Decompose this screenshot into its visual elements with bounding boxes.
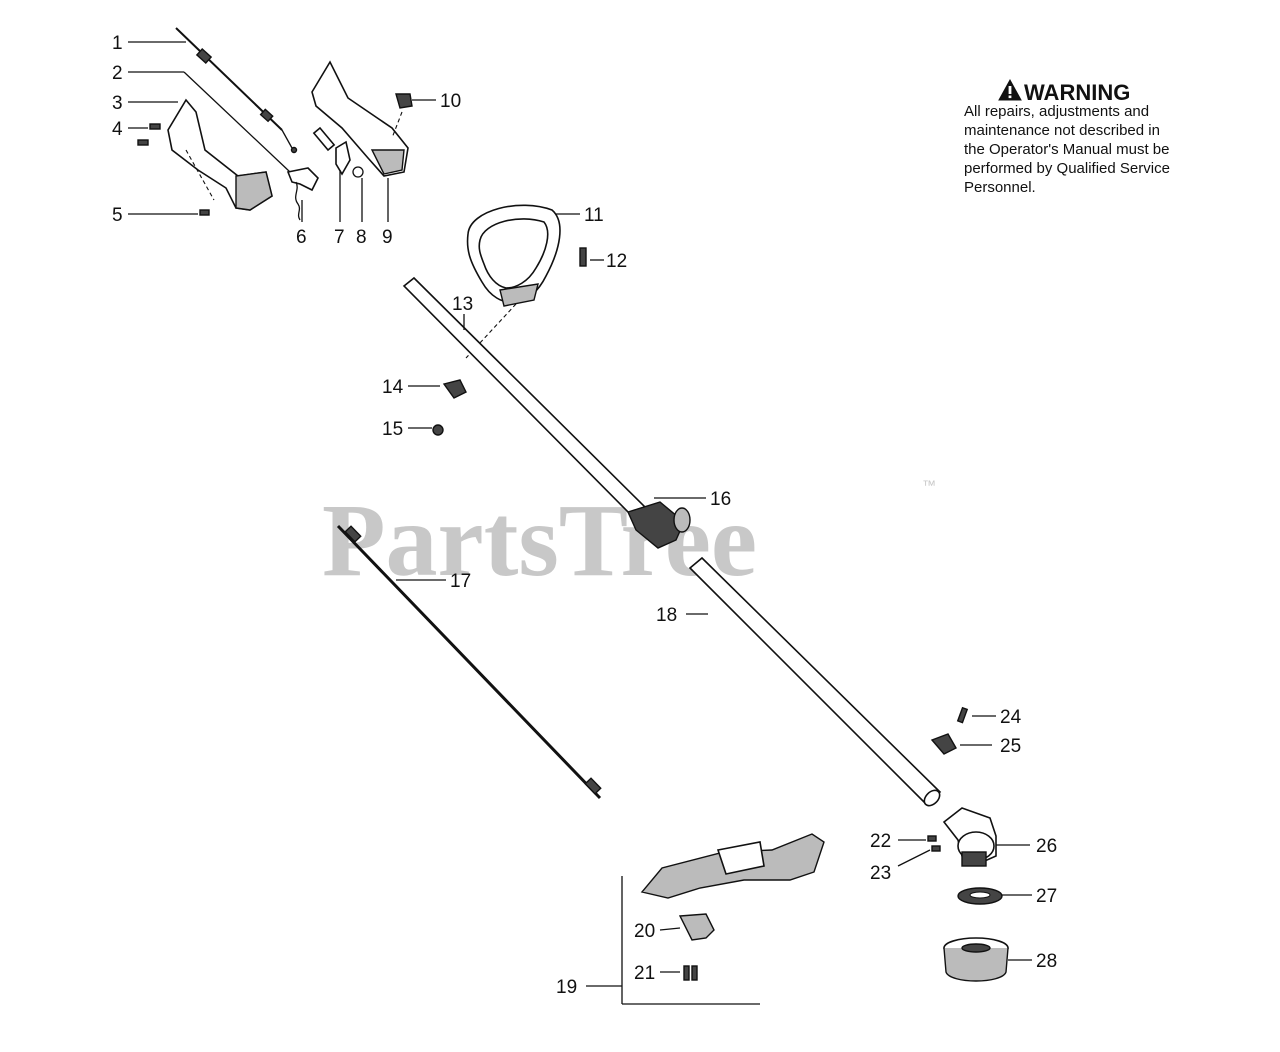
part-coupler [627, 501, 691, 549]
callout-12: 12 [606, 251, 627, 272]
callout-24: 24 [1000, 707, 1022, 728]
part-bolt-12 [579, 247, 587, 267]
part-screw-4 [137, 123, 161, 146]
callout-28: 28 [1036, 951, 1057, 972]
warning-line-1: All repairs, adjustments and [964, 103, 1149, 120]
part-gear-head [942, 807, 997, 867]
part-switch [395, 93, 413, 109]
callout-18: 18 [656, 605, 677, 626]
part-trimmer-head [943, 937, 1009, 982]
part-loop-handle [466, 204, 561, 307]
warning-title: WARNING [1024, 80, 1130, 105]
part-screws-21 [683, 965, 698, 981]
part-small-spring [352, 166, 364, 178]
callout-19: 19 [556, 977, 577, 998]
callout-2: 2 [112, 63, 123, 84]
part-knob [442, 379, 467, 399]
callout-23: 23 [870, 863, 891, 884]
warning-notice: WARNING All repairs, adjustments and mai… [964, 78, 1170, 196]
callout-7: 7 [334, 227, 345, 248]
part-screw-24 [956, 706, 969, 724]
callout-27: 27 [1036, 886, 1057, 907]
part-screw-22 [927, 835, 937, 842]
part-drive-shaft [336, 524, 602, 800]
part-handle-half [311, 60, 409, 177]
callout-25: 25 [1000, 736, 1021, 757]
warning-line-2: maintenance not described in [964, 122, 1160, 139]
callout-15: 15 [382, 419, 403, 440]
part-shield [621, 833, 825, 1005]
callout-16: 16 [710, 489, 731, 510]
part-screw-15 [432, 424, 444, 436]
part-clamp [930, 733, 957, 755]
callout-10: 10 [440, 91, 461, 112]
part-line-cutter [678, 913, 715, 941]
callout-11: 11 [584, 205, 604, 226]
callout-6: 6 [296, 227, 307, 248]
part-throttle-cable [175, 27, 298, 154]
callout-5: 5 [112, 205, 123, 226]
part-handle-housing [167, 98, 273, 211]
part-throttle-trigger [286, 167, 319, 192]
watermark-trademark: ™ [922, 477, 936, 493]
callout-4: 4 [112, 119, 123, 140]
part-screw-5 [199, 209, 210, 216]
part-lower-shaft [688, 556, 942, 807]
warning-line-5: Personnel. [964, 179, 1036, 196]
callout-13: 13 [452, 294, 473, 315]
part-spring [295, 181, 301, 221]
callout-labels: 1 2 3 4 5 6 7 8 9 10 11 12 13 14 15 16 1… [112, 33, 1057, 998]
callout-14: 14 [382, 377, 404, 398]
callout-8: 8 [356, 227, 367, 248]
part-screw-23 [931, 845, 941, 852]
watermark: PartsTree [322, 483, 757, 598]
callout-3: 3 [112, 93, 123, 114]
callout-26: 26 [1036, 836, 1057, 857]
warning-triangle-icon [998, 78, 1022, 101]
part-washer [957, 887, 1003, 905]
callout-21: 21 [634, 963, 655, 984]
leader-lines [128, 41, 1032, 987]
callout-17: 17 [450, 571, 471, 592]
callout-20: 20 [634, 921, 655, 942]
warning-line-3: the Operator's Manual must be [964, 141, 1169, 158]
part-lockout-lever [312, 126, 351, 176]
callout-22: 22 [870, 831, 891, 852]
warning-line-4: performed by Qualified Service [964, 160, 1170, 177]
callout-9: 9 [382, 227, 393, 248]
callout-1: 1 [112, 33, 123, 54]
